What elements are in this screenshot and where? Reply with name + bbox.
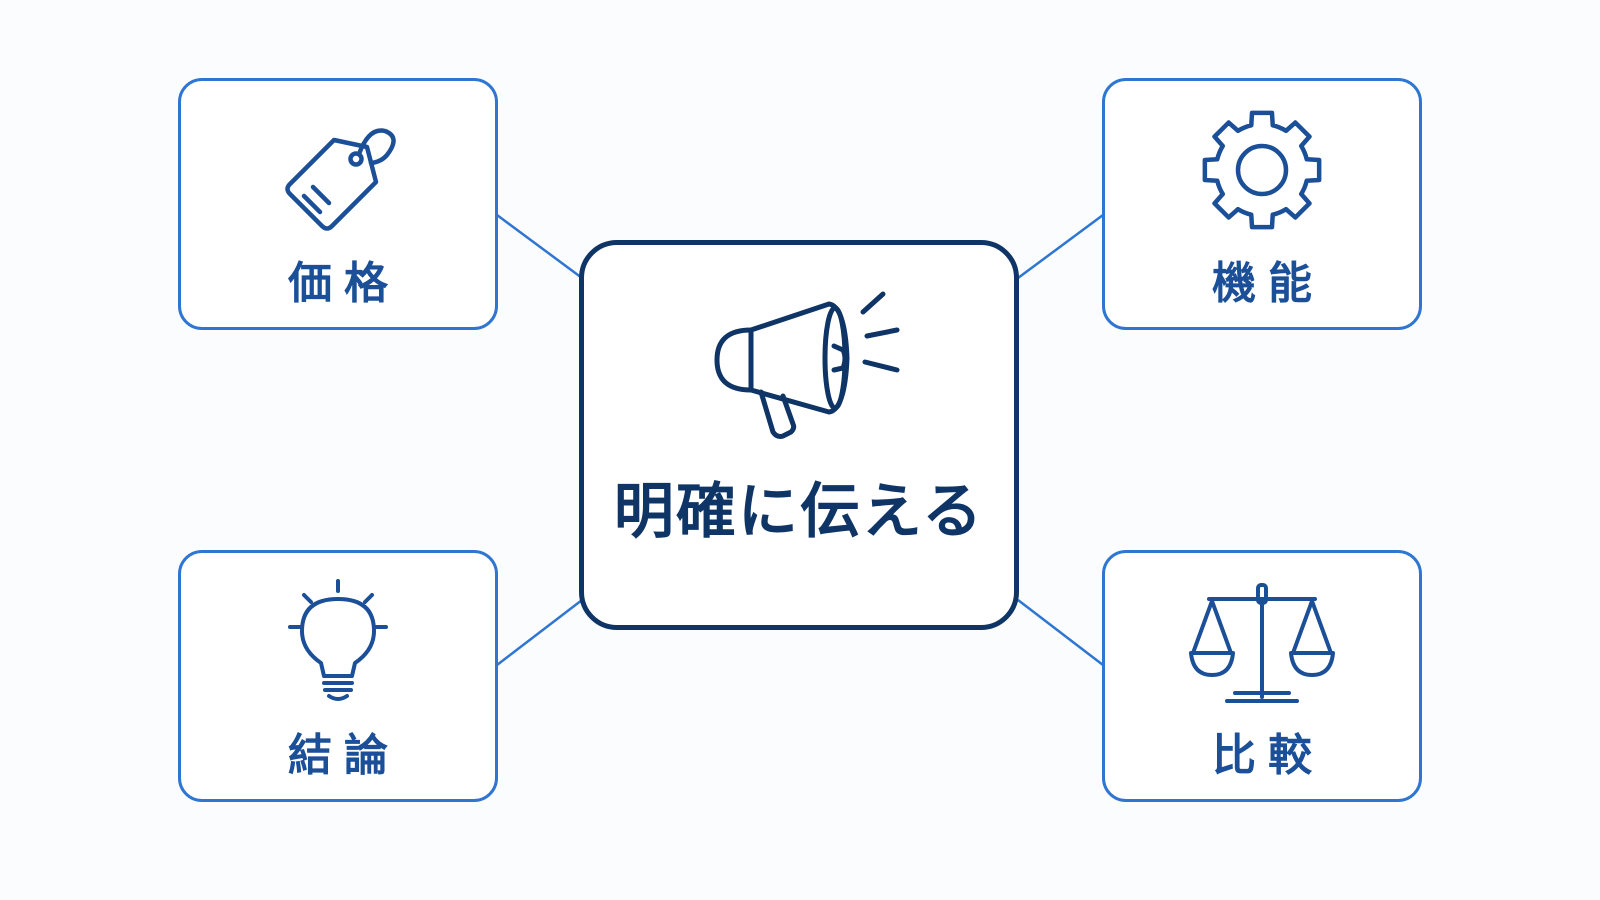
gear-icon <box>1202 110 1322 230</box>
center-label: 明確に伝える <box>613 477 985 547</box>
node-label: 結論 <box>288 730 400 781</box>
connector-top-right <box>1017 213 1104 280</box>
node-price: 価格 <box>178 78 498 330</box>
node-comparison: 比較 <box>1102 550 1422 802</box>
connector-bottom-right <box>1017 599 1104 666</box>
node-label: 価格 <box>288 258 400 309</box>
node-features: 機能 <box>1102 78 1422 330</box>
balance-scale-icon <box>1189 583 1335 703</box>
price-tag-icon <box>285 128 396 231</box>
node-conclusion: 結論 <box>178 550 498 802</box>
megaphone-icon <box>714 291 900 439</box>
connector-top-left <box>496 213 583 280</box>
center-node: 明確に伝える <box>579 240 1019 630</box>
node-label: 機能 <box>1212 258 1324 309</box>
lightbulb-icon <box>288 579 388 701</box>
node-label: 比較 <box>1212 730 1324 781</box>
connector-bottom-left <box>496 599 583 666</box>
